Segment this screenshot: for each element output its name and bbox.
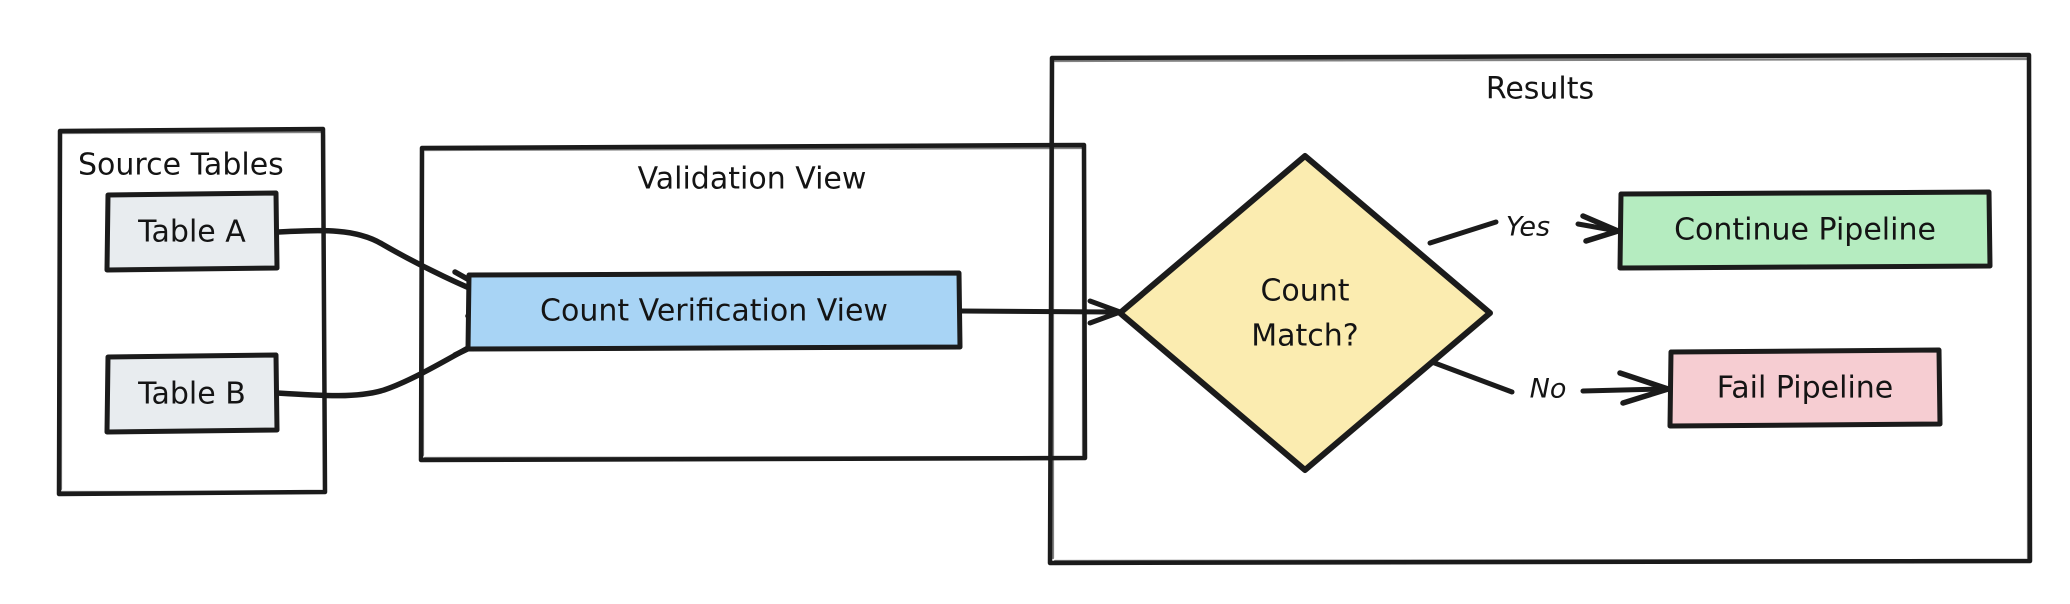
edge-no-arrowhead: [1617, 370, 1671, 406]
count-match-label-line2: Match?: [1251, 319, 1358, 354]
table-a-shape: [104, 190, 280, 273]
count-match-label-line1: Count: [1260, 274, 1349, 309]
table-b-label: Table B: [137, 377, 246, 412]
validation-view-border: [418, 142, 1088, 463]
fail-pipeline-shape: [1667, 347, 1943, 429]
source-tables-title: Source Tables: [78, 148, 284, 183]
continue-pipeline-label: Continue Pipeline: [1674, 213, 1936, 248]
results-border: [1047, 52, 2033, 566]
results-border-sketch: [1051, 57, 2030, 563]
node-count-match[interactable]: Count Match?: [1117, 153, 1493, 473]
container-source-tables[interactable]: Source Tables: [56, 126, 328, 497]
edge-no-label: No: [1530, 374, 1567, 405]
source-tables-border: [56, 126, 328, 497]
node-count-verification-view[interactable]: Count Verification View: [465, 270, 963, 352]
validation-view-title: Validation View: [638, 162, 867, 197]
count-verification-view-label: Count Verification View: [540, 294, 888, 329]
edge-yes-line-2: [1575, 221, 1615, 233]
count-verification-view-shape: [465, 270, 963, 352]
continue-pipeline-shape: [1617, 189, 1993, 271]
edge-yes-line: [1427, 219, 1499, 246]
fail-pipeline-label: Fail Pipeline: [1717, 371, 1894, 406]
edge-no-line-2: [1580, 386, 1663, 394]
edge-count-match-yes-to-continue-pipeline[interactable]: Yes: [1427, 212, 1621, 246]
count-match-shape: [1117, 153, 1493, 473]
edge-yes-arrowhead: [1580, 213, 1621, 244]
node-fail-pipeline[interactable]: Fail Pipeline: [1667, 347, 1943, 429]
edge-no-line: [1429, 359, 1515, 395]
node-continue-pipeline[interactable]: Continue Pipeline: [1617, 189, 1993, 271]
source-tables-border-sketch: [59, 130, 326, 494]
edge-view-decision-line: [957, 308, 1115, 315]
container-results[interactable]: Results: [1047, 52, 2033, 566]
node-table-b[interactable]: Table B: [104, 352, 280, 435]
edge-count-match-no-to-fail-pipeline[interactable]: No: [1429, 359, 1671, 406]
table-a-label: Table A: [137, 215, 246, 250]
results-title: Results: [1486, 72, 1594, 107]
container-validation-view[interactable]: Validation View: [418, 142, 1088, 463]
edge-yes-label: Yes: [1506, 212, 1550, 243]
edge-view-decision-arrowhead: [1087, 298, 1123, 326]
node-table-a[interactable]: Table A: [104, 190, 280, 273]
edge-count-verification-view-to-count-match[interactable]: [957, 298, 1123, 326]
validation-view-border-sketch: [421, 146, 1085, 460]
table-b-shape: [104, 352, 280, 435]
